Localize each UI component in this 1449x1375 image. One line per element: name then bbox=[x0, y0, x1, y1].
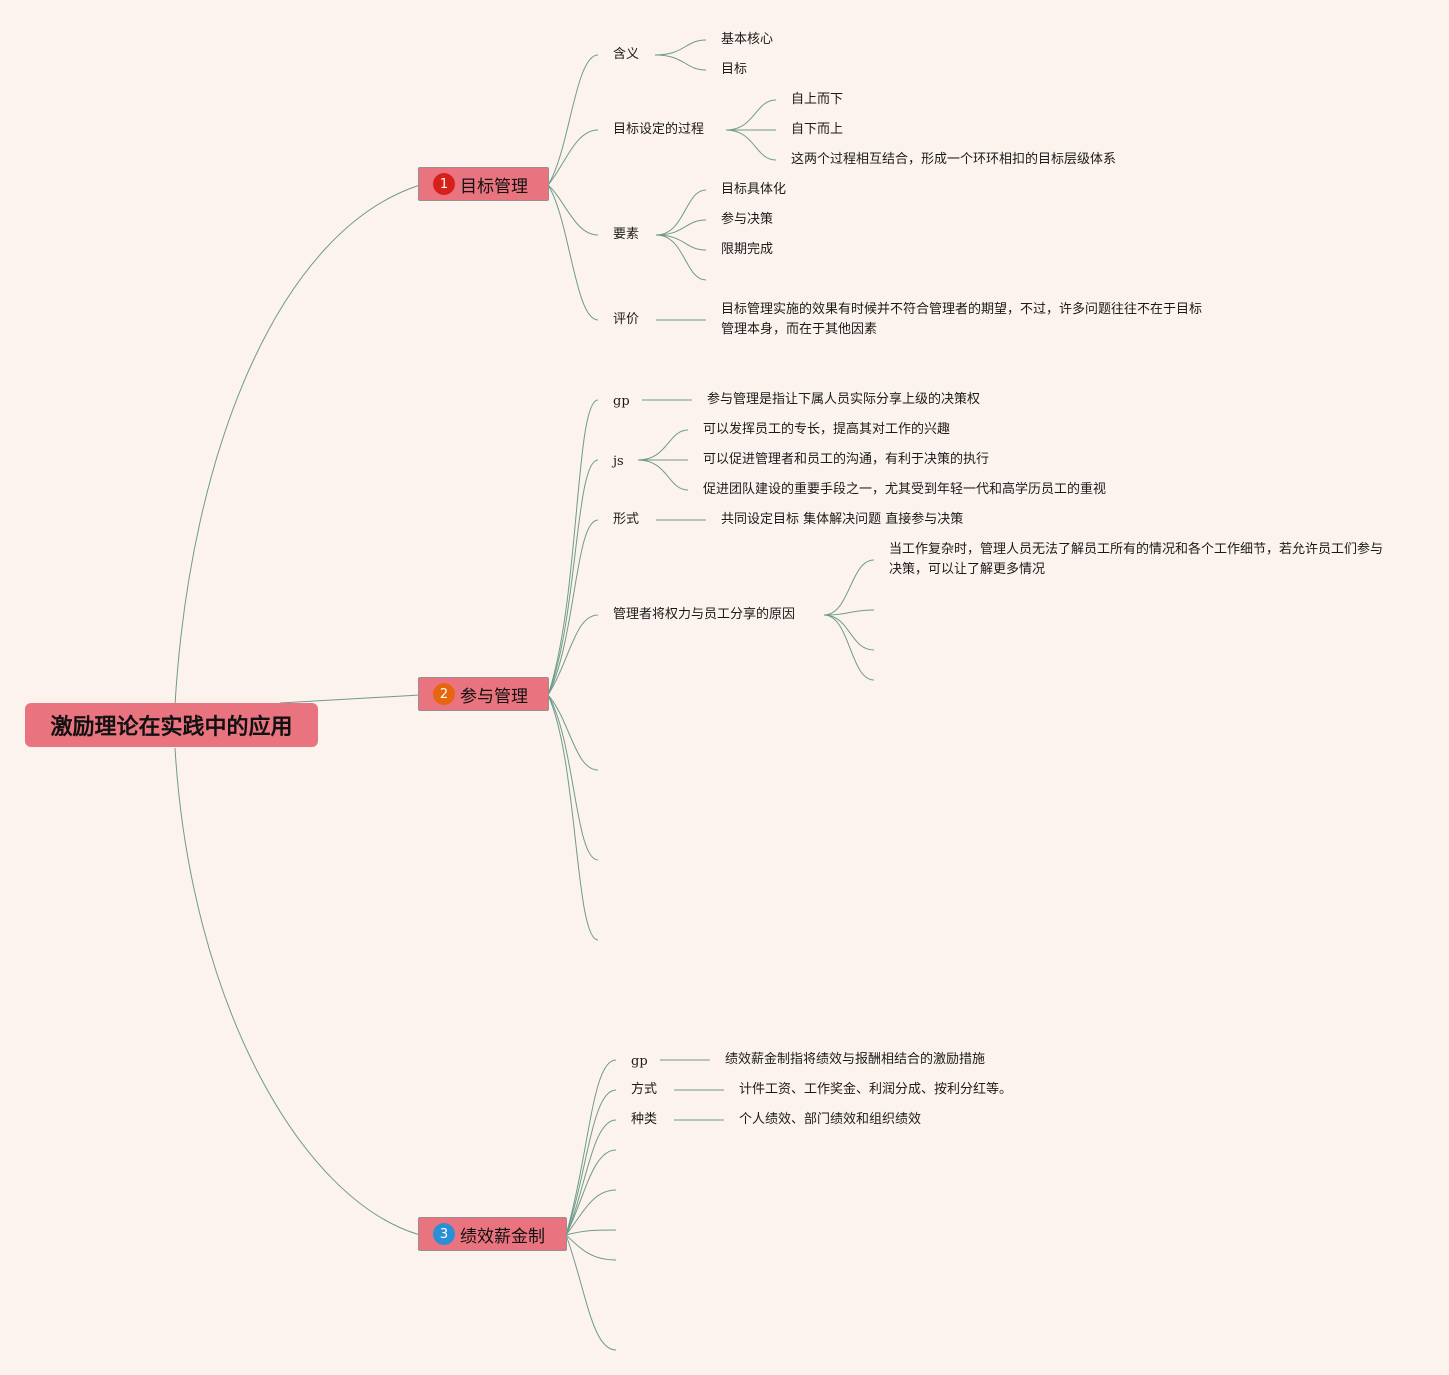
topic-methods[interactable]: 方式 bbox=[631, 1082, 658, 1097]
root-node[interactable]: 激励理论在实践中的应用 bbox=[25, 703, 318, 747]
connector-b2-yuanyin bbox=[547, 614, 599, 696]
topic-goal-setting-process[interactable]: 目标设定的过程 bbox=[613, 122, 705, 137]
leaf-item[interactable]: 这两个过程相互结合，形成一个环环相扣的目标层级体系 bbox=[791, 152, 1117, 167]
connector-b1-yaosu bbox=[547, 184, 599, 236]
leaf-item[interactable]: 可以促进管理者和员工的沟通，有利于决策的执行 bbox=[703, 452, 990, 467]
topic-js[interactable]: js bbox=[613, 454, 624, 469]
branch-title: 绩效薪金制 bbox=[460, 1226, 545, 1247]
leaf-item[interactable]: 促进团队建设的重要手段之一，尤其受到年轻一代和高学历员工的重视 bbox=[703, 482, 1107, 497]
branch-title: 目标管理 bbox=[460, 176, 528, 197]
topic-evaluation[interactable]: 评价 bbox=[613, 312, 640, 327]
connector-b2-js bbox=[547, 459, 599, 696]
topic-forms[interactable]: 形式 bbox=[613, 512, 640, 527]
number-1-icon: 1 bbox=[433, 173, 455, 195]
leaf-item[interactable]: 自下而上 bbox=[791, 122, 844, 137]
leaf-item[interactable]: 个人绩效、部门绩效和组织绩效 bbox=[739, 1112, 922, 1127]
branch-node-goal-management[interactable]: 1 目标管理 bbox=[418, 167, 549, 201]
leaf-item[interactable]: 自上而下 bbox=[791, 92, 844, 107]
branch-node-pay-for-performance[interactable]: 3 绩效薪金制 bbox=[418, 1217, 567, 1251]
topic-reasons[interactable]: 管理者将权力与员工分享的原因 bbox=[613, 607, 796, 622]
connector-root-branch2 bbox=[279, 694, 421, 704]
branch-title: 参与管理 bbox=[460, 686, 528, 707]
leaf-item[interactable]: 目标管理实施的效果有时候并不符合管理者的期望，不过，许多问题往往不在于目标管理本… bbox=[721, 302, 1203, 337]
connector-root-branch1 bbox=[174, 184, 421, 706]
connector-b3-zhonglei bbox=[565, 1119, 617, 1236]
leaf-item[interactable]: 目标具体化 bbox=[721, 182, 787, 197]
connector-b1-guocheng bbox=[547, 129, 599, 186]
leaf-item[interactable]: 当工作复杂时，管理人员无法了解员工所有的情况和各个工作细节，若允许员工们参与决策… bbox=[889, 542, 1384, 577]
topic-elements[interactable]: 要素 bbox=[613, 227, 640, 242]
topic-types[interactable]: 种类 bbox=[631, 1112, 658, 1127]
topic-gp[interactable]: gp bbox=[631, 1054, 648, 1069]
leaf-item[interactable]: 限期完成 bbox=[721, 242, 774, 257]
topic-hanyi[interactable]: 含义 bbox=[613, 47, 640, 62]
leaf-item[interactable]: 目标 bbox=[721, 62, 748, 77]
leaf-item[interactable]: 基本核心 bbox=[721, 32, 774, 47]
connector-b2-gp bbox=[547, 399, 599, 696]
leaf-item[interactable]: 绩效薪金制指将绩效与报酬相结合的激励措施 bbox=[725, 1052, 986, 1067]
connector-b2-xingshi bbox=[547, 519, 599, 696]
connector-b3-fangshi bbox=[565, 1089, 617, 1236]
topic-gp[interactable]: gp bbox=[613, 394, 630, 409]
connector-b3-gp bbox=[565, 1059, 617, 1236]
connector-root-branch3 bbox=[174, 747, 421, 1236]
leaf-item[interactable]: 参与管理是指让下属人员实际分享上级的决策权 bbox=[707, 392, 981, 407]
leaf-item[interactable]: 共同设定目标 集体解决问题 直接参与决策 bbox=[721, 512, 964, 527]
connector-b1-hanyi bbox=[547, 54, 599, 186]
leaf-item[interactable]: 参与决策 bbox=[721, 212, 774, 227]
number-2-icon: 2 bbox=[433, 683, 455, 705]
branch-node-participative-management[interactable]: 2 参与管理 bbox=[418, 677, 549, 711]
number-3-icon: 3 bbox=[433, 1223, 455, 1245]
connector-b1-pingjia bbox=[547, 184, 599, 321]
leaf-item[interactable]: 可以发挥员工的专长，提高其对工作的兴趣 bbox=[703, 422, 951, 437]
root-title: 激励理论在实践中的应用 bbox=[50, 715, 293, 740]
leaf-item[interactable]: 计件工资、工作奖金、利润分成、按利分红等。 bbox=[739, 1082, 1013, 1097]
